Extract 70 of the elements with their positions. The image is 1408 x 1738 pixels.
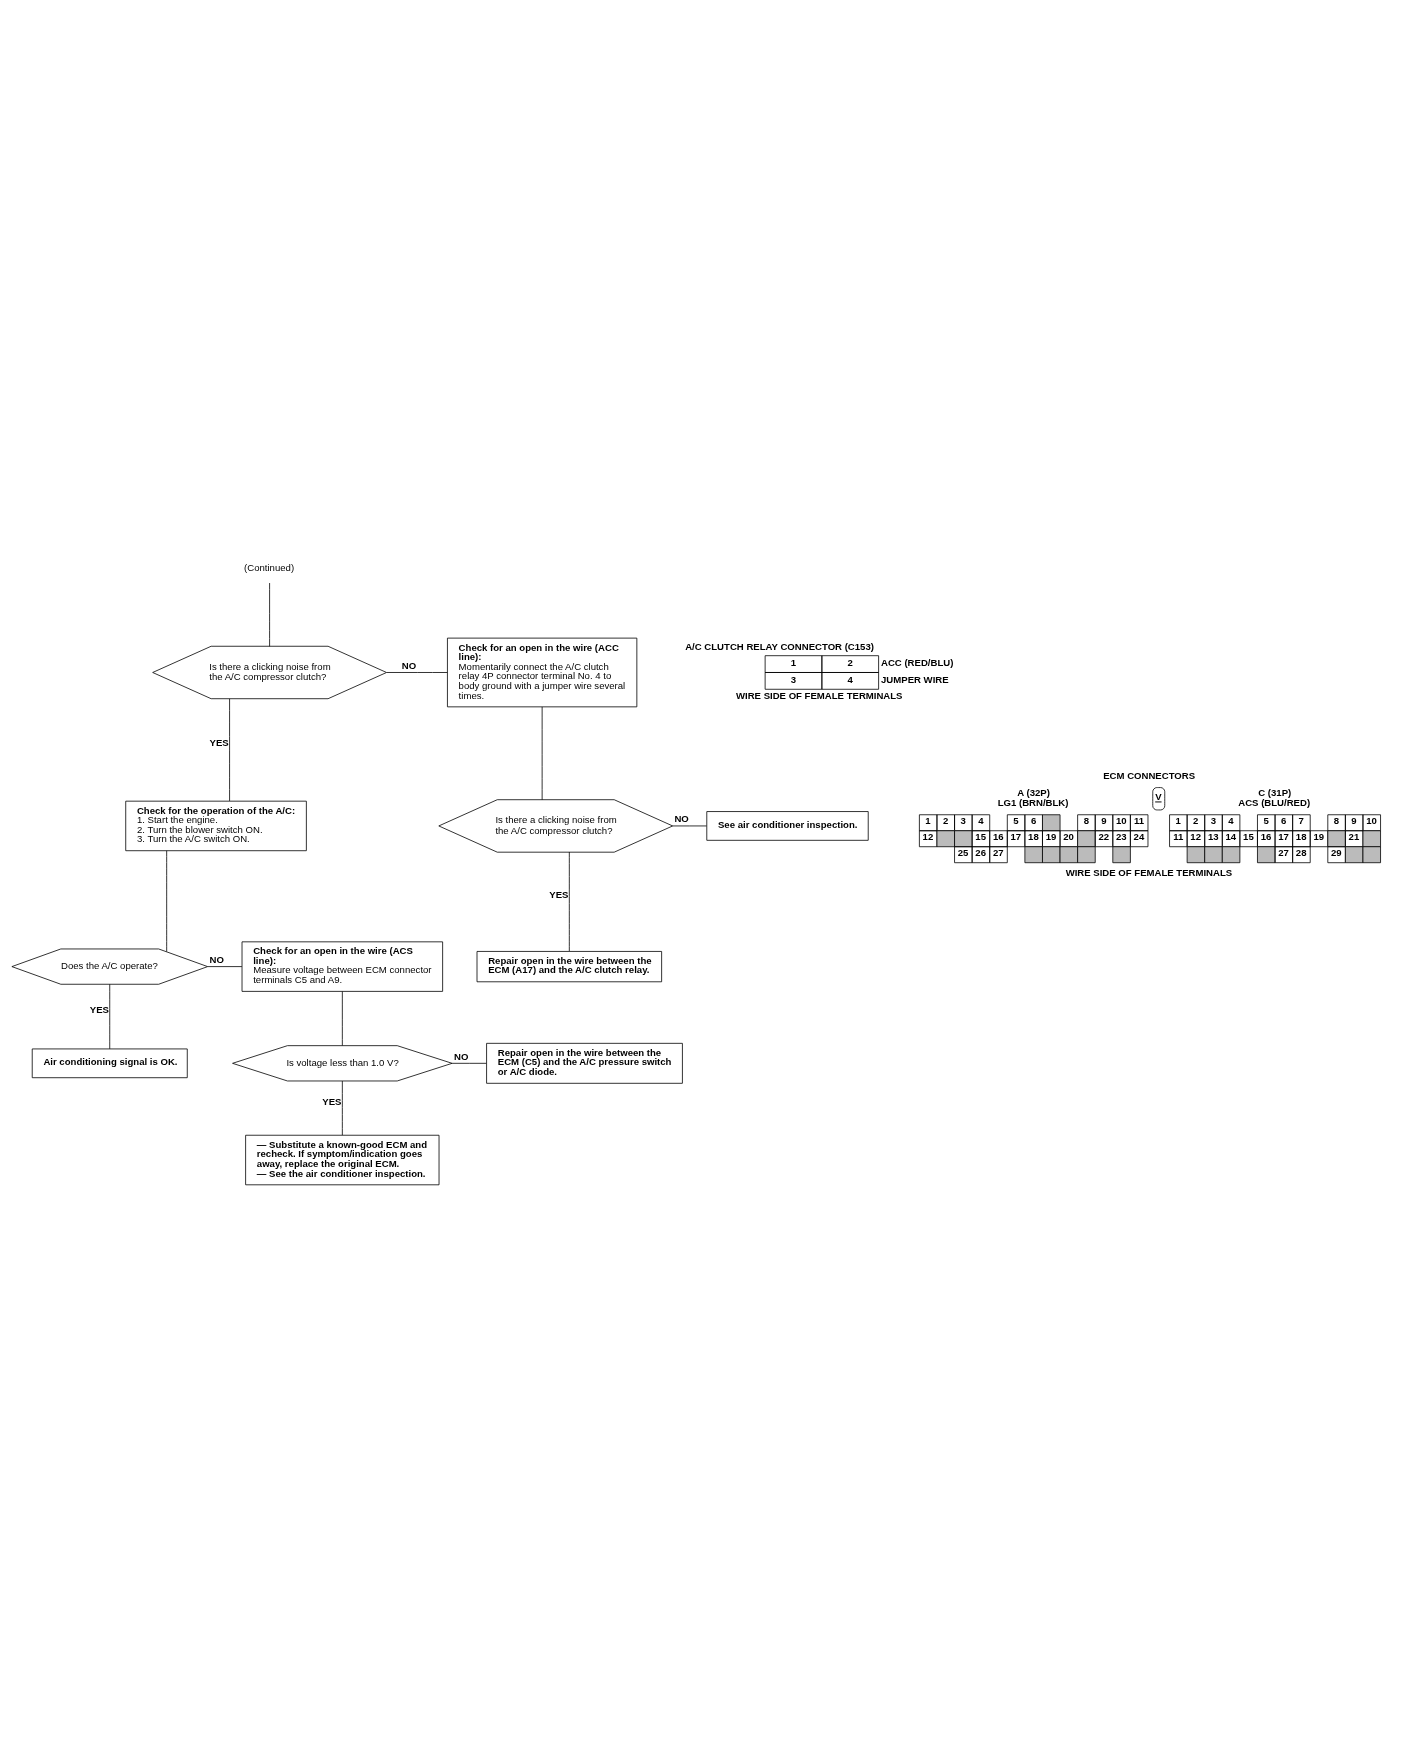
label: 12 bbox=[1190, 830, 1201, 842]
label: 13 bbox=[1207, 830, 1219, 842]
label: 1 bbox=[1175, 814, 1181, 826]
label: 25 bbox=[957, 846, 969, 858]
label: 6 bbox=[1281, 814, 1287, 826]
label: WIRE SIDE OF FEMALE TERMINALS bbox=[1065, 866, 1233, 878]
label: 26 bbox=[975, 846, 986, 858]
label: 21 bbox=[1348, 830, 1360, 842]
edge-label: YES bbox=[322, 1095, 342, 1107]
label: 17 bbox=[1010, 830, 1022, 842]
label: 2 bbox=[1193, 814, 1199, 826]
label: 15 bbox=[975, 830, 986, 842]
label: 5 bbox=[1263, 814, 1269, 826]
edge-label: YES bbox=[209, 736, 229, 748]
label: 1 bbox=[925, 814, 931, 826]
label: 2 bbox=[942, 814, 949, 826]
label: WIRE SIDE OF FEMALE TERMINALS bbox=[735, 689, 903, 701]
label: 18 bbox=[1295, 830, 1307, 842]
label: 11 bbox=[1173, 830, 1184, 842]
label: 11 bbox=[1133, 814, 1145, 826]
label: 23 bbox=[1116, 830, 1127, 842]
label: 5 bbox=[1013, 814, 1019, 826]
label: C (31P) bbox=[1258, 786, 1292, 798]
label: ACS (BLU/RED) bbox=[1238, 796, 1311, 808]
edge-label: NO bbox=[209, 953, 224, 965]
label: 8 bbox=[1083, 814, 1089, 826]
label: 29 bbox=[1331, 846, 1342, 858]
label: 6 bbox=[1030, 814, 1037, 826]
label: 3 bbox=[1210, 814, 1217, 826]
label: 19 bbox=[1313, 830, 1325, 842]
edge-label: NO bbox=[453, 1050, 469, 1062]
edge-label: YES bbox=[549, 888, 569, 900]
label: 22 bbox=[1098, 830, 1110, 842]
label: 12 bbox=[922, 830, 934, 842]
label: ACC (RED/BLU) bbox=[881, 656, 954, 668]
label: 2 bbox=[847, 656, 853, 668]
label: 28 bbox=[1295, 846, 1307, 858]
label: 20 bbox=[1063, 830, 1074, 842]
label: 27 bbox=[992, 846, 1004, 858]
label: A (32P) bbox=[1017, 786, 1050, 798]
label: 27 bbox=[1278, 846, 1289, 858]
label: 15 bbox=[1243, 830, 1254, 842]
label: 4 bbox=[1228, 814, 1234, 826]
label: 9 bbox=[1351, 814, 1357, 826]
label: V bbox=[1155, 790, 1162, 802]
label: 4 bbox=[978, 814, 984, 826]
label: 1 bbox=[790, 656, 797, 668]
label: 18 bbox=[1028, 830, 1039, 842]
label: 3 bbox=[790, 673, 797, 685]
label: 4 bbox=[847, 673, 853, 685]
label: 8 bbox=[1333, 814, 1340, 826]
edge-label: YES bbox=[89, 1003, 109, 1015]
label: 10 bbox=[1366, 814, 1377, 826]
label: 17 bbox=[1278, 830, 1289, 842]
edge-label: NO bbox=[674, 812, 689, 824]
label: 19 bbox=[1045, 830, 1057, 842]
label: JUMPER WIRE bbox=[881, 673, 949, 685]
label: 24 bbox=[1133, 830, 1145, 842]
label: 9 bbox=[1101, 814, 1107, 826]
label: 10 bbox=[1116, 814, 1127, 826]
node-text: (Continued) bbox=[244, 561, 295, 573]
label: ECM CONNECTORS bbox=[1103, 769, 1196, 781]
label: 3 bbox=[960, 814, 966, 826]
label: 16 bbox=[1260, 830, 1272, 842]
label: LG1 (BRN/BLK) bbox=[997, 796, 1069, 808]
label: A/C CLUTCH RELAY CONNECTOR (C153) bbox=[685, 640, 874, 652]
label: 7 bbox=[1298, 814, 1304, 826]
label: 16 bbox=[992, 830, 1004, 842]
edge-label: NO bbox=[401, 659, 417, 671]
label: 14 bbox=[1225, 830, 1237, 842]
